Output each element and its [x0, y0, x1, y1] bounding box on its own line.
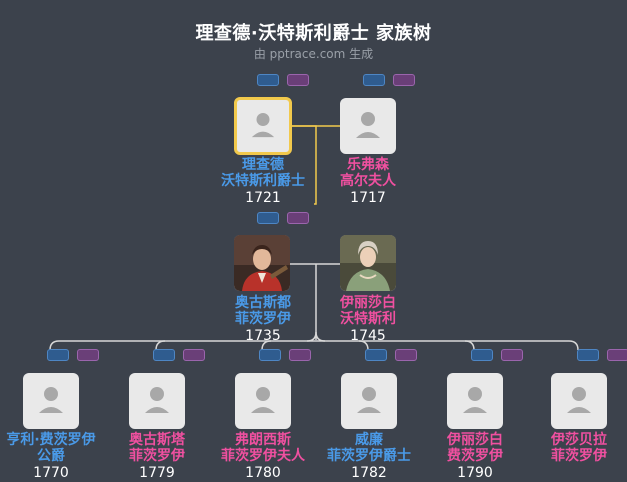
page-subtitle: 由 pptrace.com 生成: [253, 47, 374, 61]
person-year: 1770: [33, 465, 69, 481]
person-name-line2: 沃特斯利: [340, 311, 396, 327]
person-card-child[interactable]: [23, 373, 79, 429]
mother-marker[interactable]: [77, 349, 99, 361]
mother-marker[interactable]: [501, 349, 523, 361]
connector-child-2: [155, 340, 166, 351]
person-name-line1: 乐弗森: [347, 157, 389, 173]
person-year: 1735: [245, 328, 281, 344]
person-card-child[interactable]: [551, 373, 607, 429]
placeholder-avatar-icon: [39, 387, 63, 413]
portrait-man-red-coat-icon: [234, 235, 290, 291]
placeholder-avatar-icon: [251, 387, 275, 413]
connector-child-3: [261, 340, 272, 351]
placeholder-avatar-icon: [567, 387, 591, 413]
person-name-line2: 费茨罗伊: [447, 448, 503, 464]
person-card-frances[interactable]: [340, 98, 396, 154]
mother-marker[interactable]: [607, 349, 627, 361]
connector-children-bus: [49, 340, 579, 351]
father-marker[interactable]: [363, 74, 385, 86]
father-marker[interactable]: [365, 349, 387, 361]
person-name-line1: 亨利·费茨罗伊: [6, 432, 96, 448]
placeholder-avatar-icon: [357, 387, 381, 413]
mother-marker[interactable]: [183, 349, 205, 361]
person-year: 1745: [350, 328, 386, 344]
person-year: 1717: [350, 190, 386, 206]
person-year: 1779: [139, 465, 175, 481]
person-name-line2: 菲茨罗伊: [235, 311, 291, 327]
person-name-line1: 理查德: [242, 157, 284, 173]
father-marker[interactable]: [259, 349, 281, 361]
person-year: 1790: [457, 465, 493, 481]
person-year: 1721: [245, 190, 281, 206]
connector-child-4: [358, 340, 369, 351]
father-marker[interactable]: [471, 349, 493, 361]
person-card-child[interactable]: [235, 373, 291, 429]
person-year: 1780: [245, 465, 281, 481]
father-marker[interactable]: [153, 349, 175, 361]
person-name-line1: 伊丽莎白: [447, 432, 503, 448]
person-name-line2: 高尔夫人: [340, 173, 396, 189]
person-card-child[interactable]: [129, 373, 185, 429]
person-card-richard[interactable]: [234, 97, 292, 155]
person-name-line2: 菲茨罗伊爵士: [327, 448, 411, 464]
person-card-elizabeth[interactable]: [340, 235, 396, 291]
father-marker[interactable]: [257, 74, 279, 86]
portrait-woman-green-dress-icon: [340, 235, 396, 291]
placeholder-avatar-icon: [145, 387, 169, 413]
person-name-line2: 公爵: [37, 448, 65, 464]
mother-marker[interactable]: [287, 212, 309, 224]
father-marker[interactable]: [47, 349, 69, 361]
person-card-child[interactable]: [447, 373, 503, 429]
person-card-child[interactable]: [341, 373, 397, 429]
person-name-line2: 菲茨罗伊: [129, 448, 185, 464]
person-name-line1: 威廉: [355, 432, 383, 448]
person-card-augustus[interactable]: [234, 235, 290, 291]
person-name-line1: 伊丽莎白: [340, 295, 396, 311]
person-name-line1: 奥古斯都: [235, 295, 291, 311]
mother-marker[interactable]: [393, 74, 415, 86]
placeholder-avatar-icon: [463, 387, 487, 413]
person-year: 1782: [351, 465, 387, 481]
placeholder-avatar-icon: [356, 112, 380, 138]
person-name-line2: 沃特斯利爵士: [221, 173, 305, 189]
father-marker[interactable]: [577, 349, 599, 361]
connector-trunk-curve: [306, 331, 326, 342]
person-name-line2: 菲茨罗伊夫人: [221, 448, 305, 464]
mother-marker[interactable]: [287, 74, 309, 86]
father-marker[interactable]: [257, 212, 279, 224]
page-title: 理查德·沃特斯利爵士 家族树: [195, 23, 432, 44]
mother-marker[interactable]: [289, 349, 311, 361]
connector-child-5: [464, 340, 475, 351]
placeholder-avatar-icon: [251, 113, 275, 138]
person-name-line1: 弗朗西斯: [235, 432, 291, 448]
person-name-line1: 奥古斯塔: [129, 432, 185, 448]
person-name-line1: 伊莎贝拉: [551, 432, 607, 448]
mother-marker[interactable]: [395, 349, 417, 361]
person-name-line2: 菲茨罗伊: [551, 448, 607, 464]
